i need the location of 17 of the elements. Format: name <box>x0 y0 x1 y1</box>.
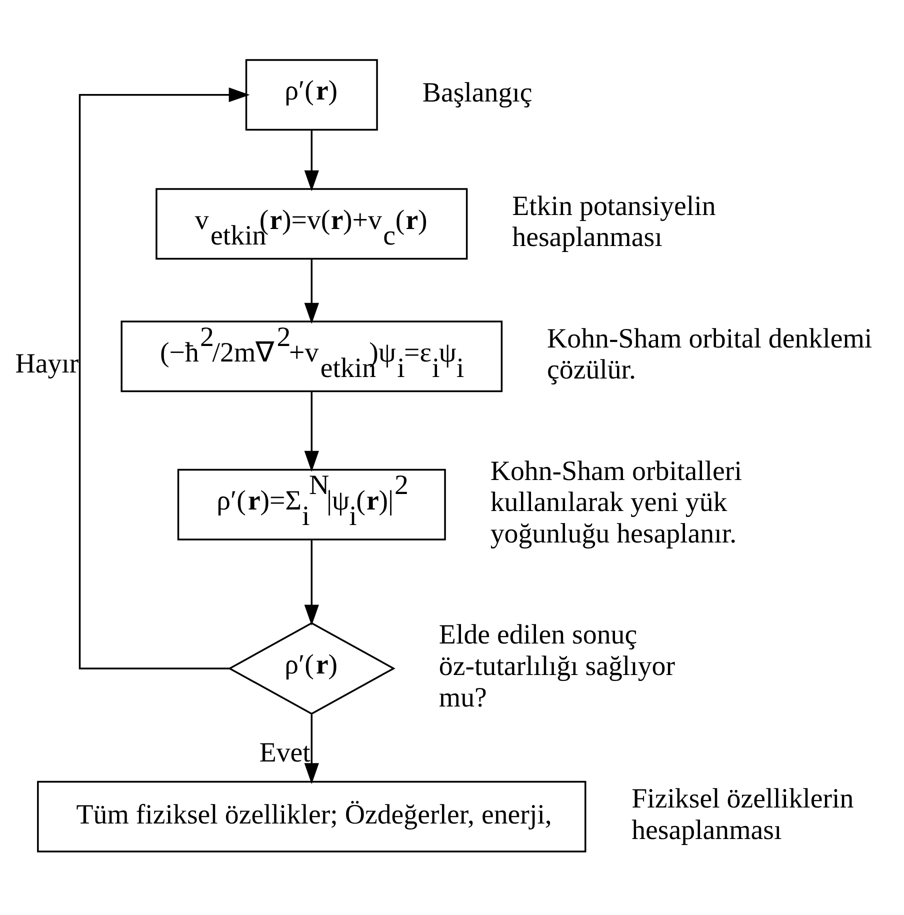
node-label: Başlangıç <box>422 77 532 108</box>
node-label: Etkin potansiyelin hesaplanması <box>512 190 716 254</box>
node-label: Fiziksel özelliklerin hesaplanması <box>632 784 854 846</box>
arrow <box>304 540 319 626</box>
arrow <box>304 259 319 324</box>
arrow <box>304 714 319 784</box>
edge-label: Hayır <box>15 348 79 380</box>
arrow <box>78 88 250 670</box>
node-box: ρ′(r) <box>245 59 378 131</box>
node-label: Kohn-Sham orbital denklemi çözülür. <box>547 323 872 386</box>
node-label: Elde edilen sonuç öz-tutarlılığı sağlıyor mu? <box>438 620 676 714</box>
node-label: Kohn-Sham orbitalleri kullanılarak yeni yük yoğunluğu hesaplanır. <box>490 456 742 550</box>
node-diamond: ρ′(r) <box>228 622 396 715</box>
arrow <box>304 130 319 192</box>
arrow <box>304 392 319 472</box>
node-box: Tüm fiziksel özellikler; Özdeğerler, enerji, <box>37 780 586 852</box>
edge-label: Evet <box>259 738 310 769</box>
